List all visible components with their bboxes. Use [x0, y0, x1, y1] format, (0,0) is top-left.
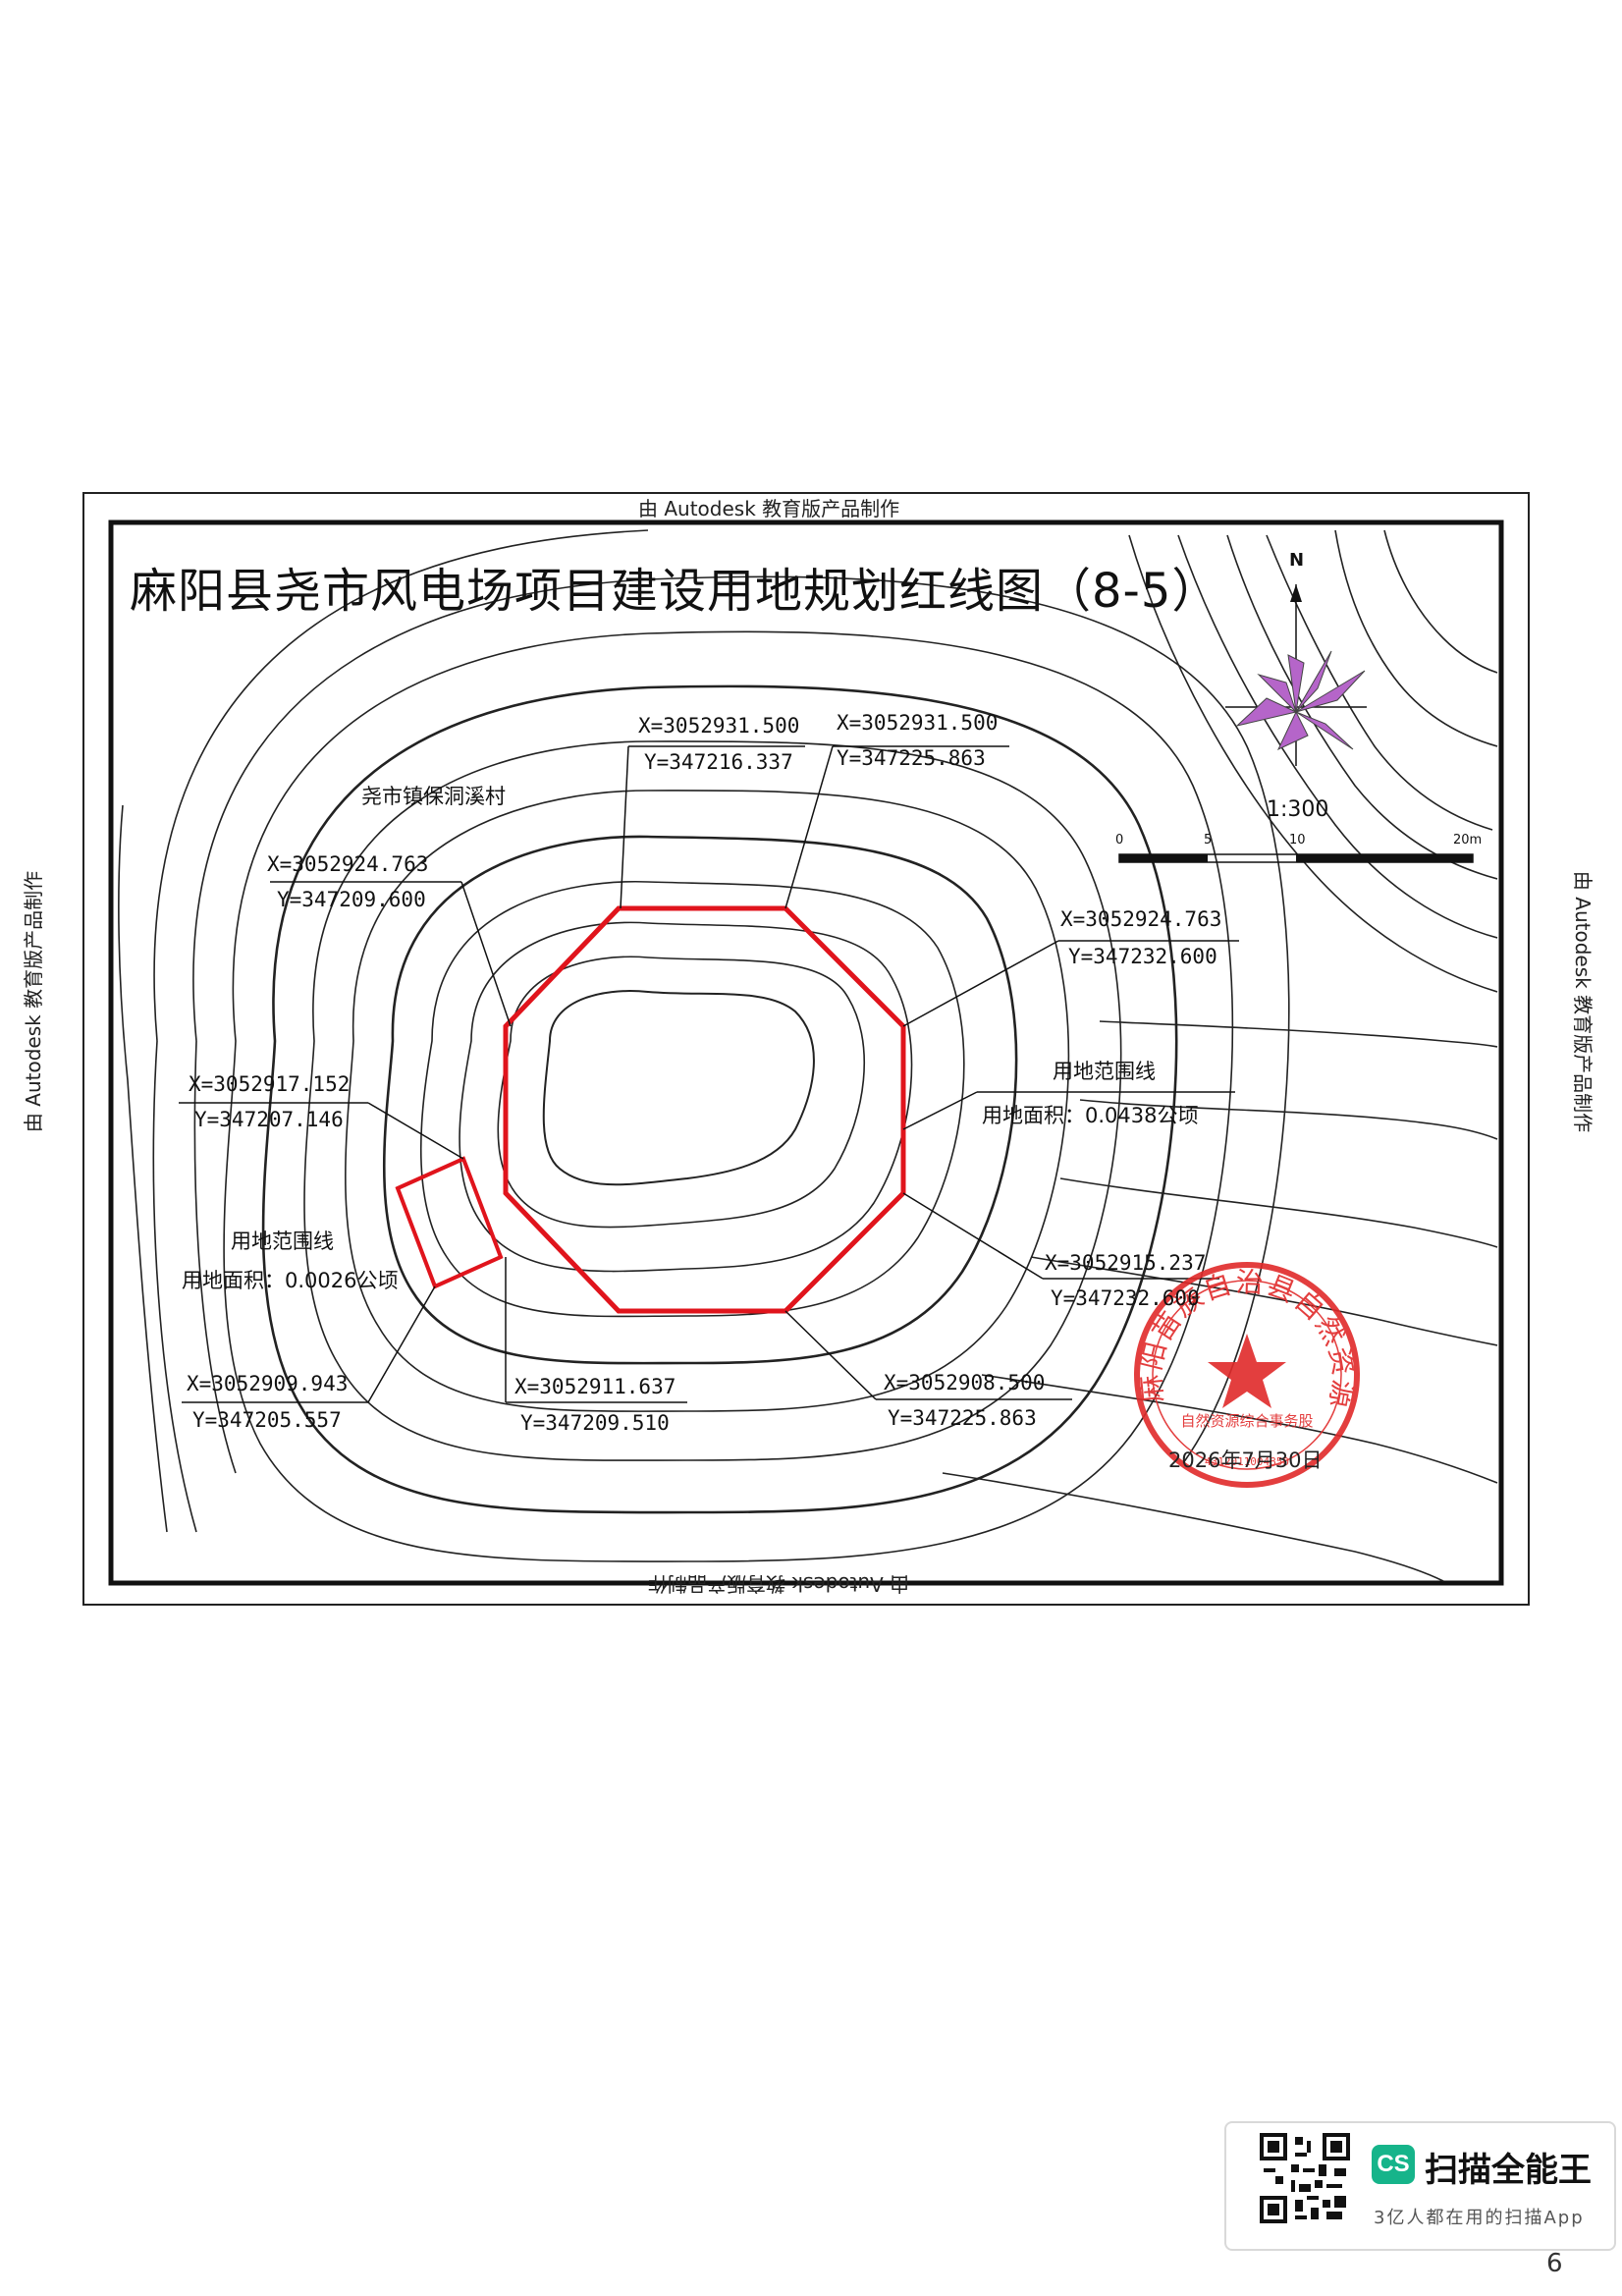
coord-y: Y=347205.557: [192, 1408, 342, 1432]
autodesk-watermark-bottom: 由 Autodesk 教育版产品制作: [648, 1572, 910, 1596]
scale-tick-label: 20m: [1453, 833, 1483, 847]
village-label: 尧市镇保洞溪村: [361, 785, 506, 808]
outer-frame: [82, 492, 1530, 1606]
coord-x: X=3052924.763: [1060, 907, 1222, 931]
scale-bar: [1118, 853, 1474, 863]
small-parcel-area: 用地面积：0.0026公顷: [182, 1269, 399, 1292]
north-arrow-icon: [1225, 584, 1367, 766]
coord-x: X=3052911.637: [514, 1375, 676, 1398]
coord-y: Y=347232.600: [1051, 1286, 1200, 1310]
scale-ratio: 1:300: [1267, 797, 1329, 822]
map-title: 麻阳县尧市风电场项目建设用地规划红线图（8-5）: [130, 564, 1220, 619]
main-parcel-area: 用地面积：0.0438公顷: [982, 1104, 1199, 1127]
app-tagline: 3亿人都在用的扫描App: [1374, 2208, 1585, 2228]
scanner-badge: CS 扫描全能王 3亿人都在用的扫描App: [1224, 2121, 1616, 2251]
scale-tick-label: 0: [1115, 833, 1124, 847]
coord-x: X=3052915.237: [1045, 1251, 1207, 1275]
coord-y: Y=347207.146: [194, 1108, 344, 1131]
qr-code-icon: [1260, 2133, 1350, 2223]
coord-y: Y=347216.337: [644, 750, 793, 774]
coord-x: X=3052909.943: [187, 1372, 349, 1395]
small-parcel-label: 用地范围线: [231, 1230, 334, 1253]
coord-y: Y=347232.600: [1068, 945, 1217, 968]
contour-lines: [118, 529, 1498, 1582]
svg-text:4312011004850: 4312011004850: [1205, 1455, 1289, 1468]
coord-x: X=3052917.152: [189, 1072, 351, 1096]
page-number: 6: [1546, 2249, 1563, 2278]
coord-x: X=3052931.500: [638, 714, 800, 738]
coord-y: Y=347209.600: [277, 888, 426, 911]
leader-lines: [179, 745, 1239, 1403]
main-parcel-label: 用地范围线: [1053, 1060, 1156, 1083]
autodesk-watermark-top: 由 Autodesk 教育版产品制作: [638, 497, 900, 520]
svg-text:自然资源综合事务股: 自然资源综合事务股: [1180, 1412, 1313, 1430]
north-label: N: [1289, 550, 1305, 571]
coord-y: Y=347225.863: [837, 746, 986, 770]
coord-y: Y=347209.510: [520, 1411, 670, 1435]
coord-x: X=3052931.500: [837, 711, 999, 735]
app-name: 扫描全能王: [1425, 2151, 1592, 2190]
stamp-date: 2026年7月30日: [1168, 1449, 1323, 1472]
coord-x: X=3052908.500: [884, 1371, 1046, 1394]
scale-tick-label: 10: [1289, 833, 1306, 847]
inner-frame: [108, 519, 1504, 1586]
camscanner-logo-icon: CS: [1372, 2145, 1415, 2184]
small-parcel-boundary: [395, 1156, 504, 1289]
autodesk-watermark-right: 由 Autodesk 教育版产品制作: [1571, 870, 1595, 1133]
coord-x: X=3052924.763: [267, 852, 429, 876]
scale-tick-label: 5: [1204, 833, 1213, 847]
coord-y: Y=347225.863: [888, 1406, 1037, 1430]
autodesk-watermark-left: 由 Autodesk 教育版产品制作: [22, 870, 45, 1133]
